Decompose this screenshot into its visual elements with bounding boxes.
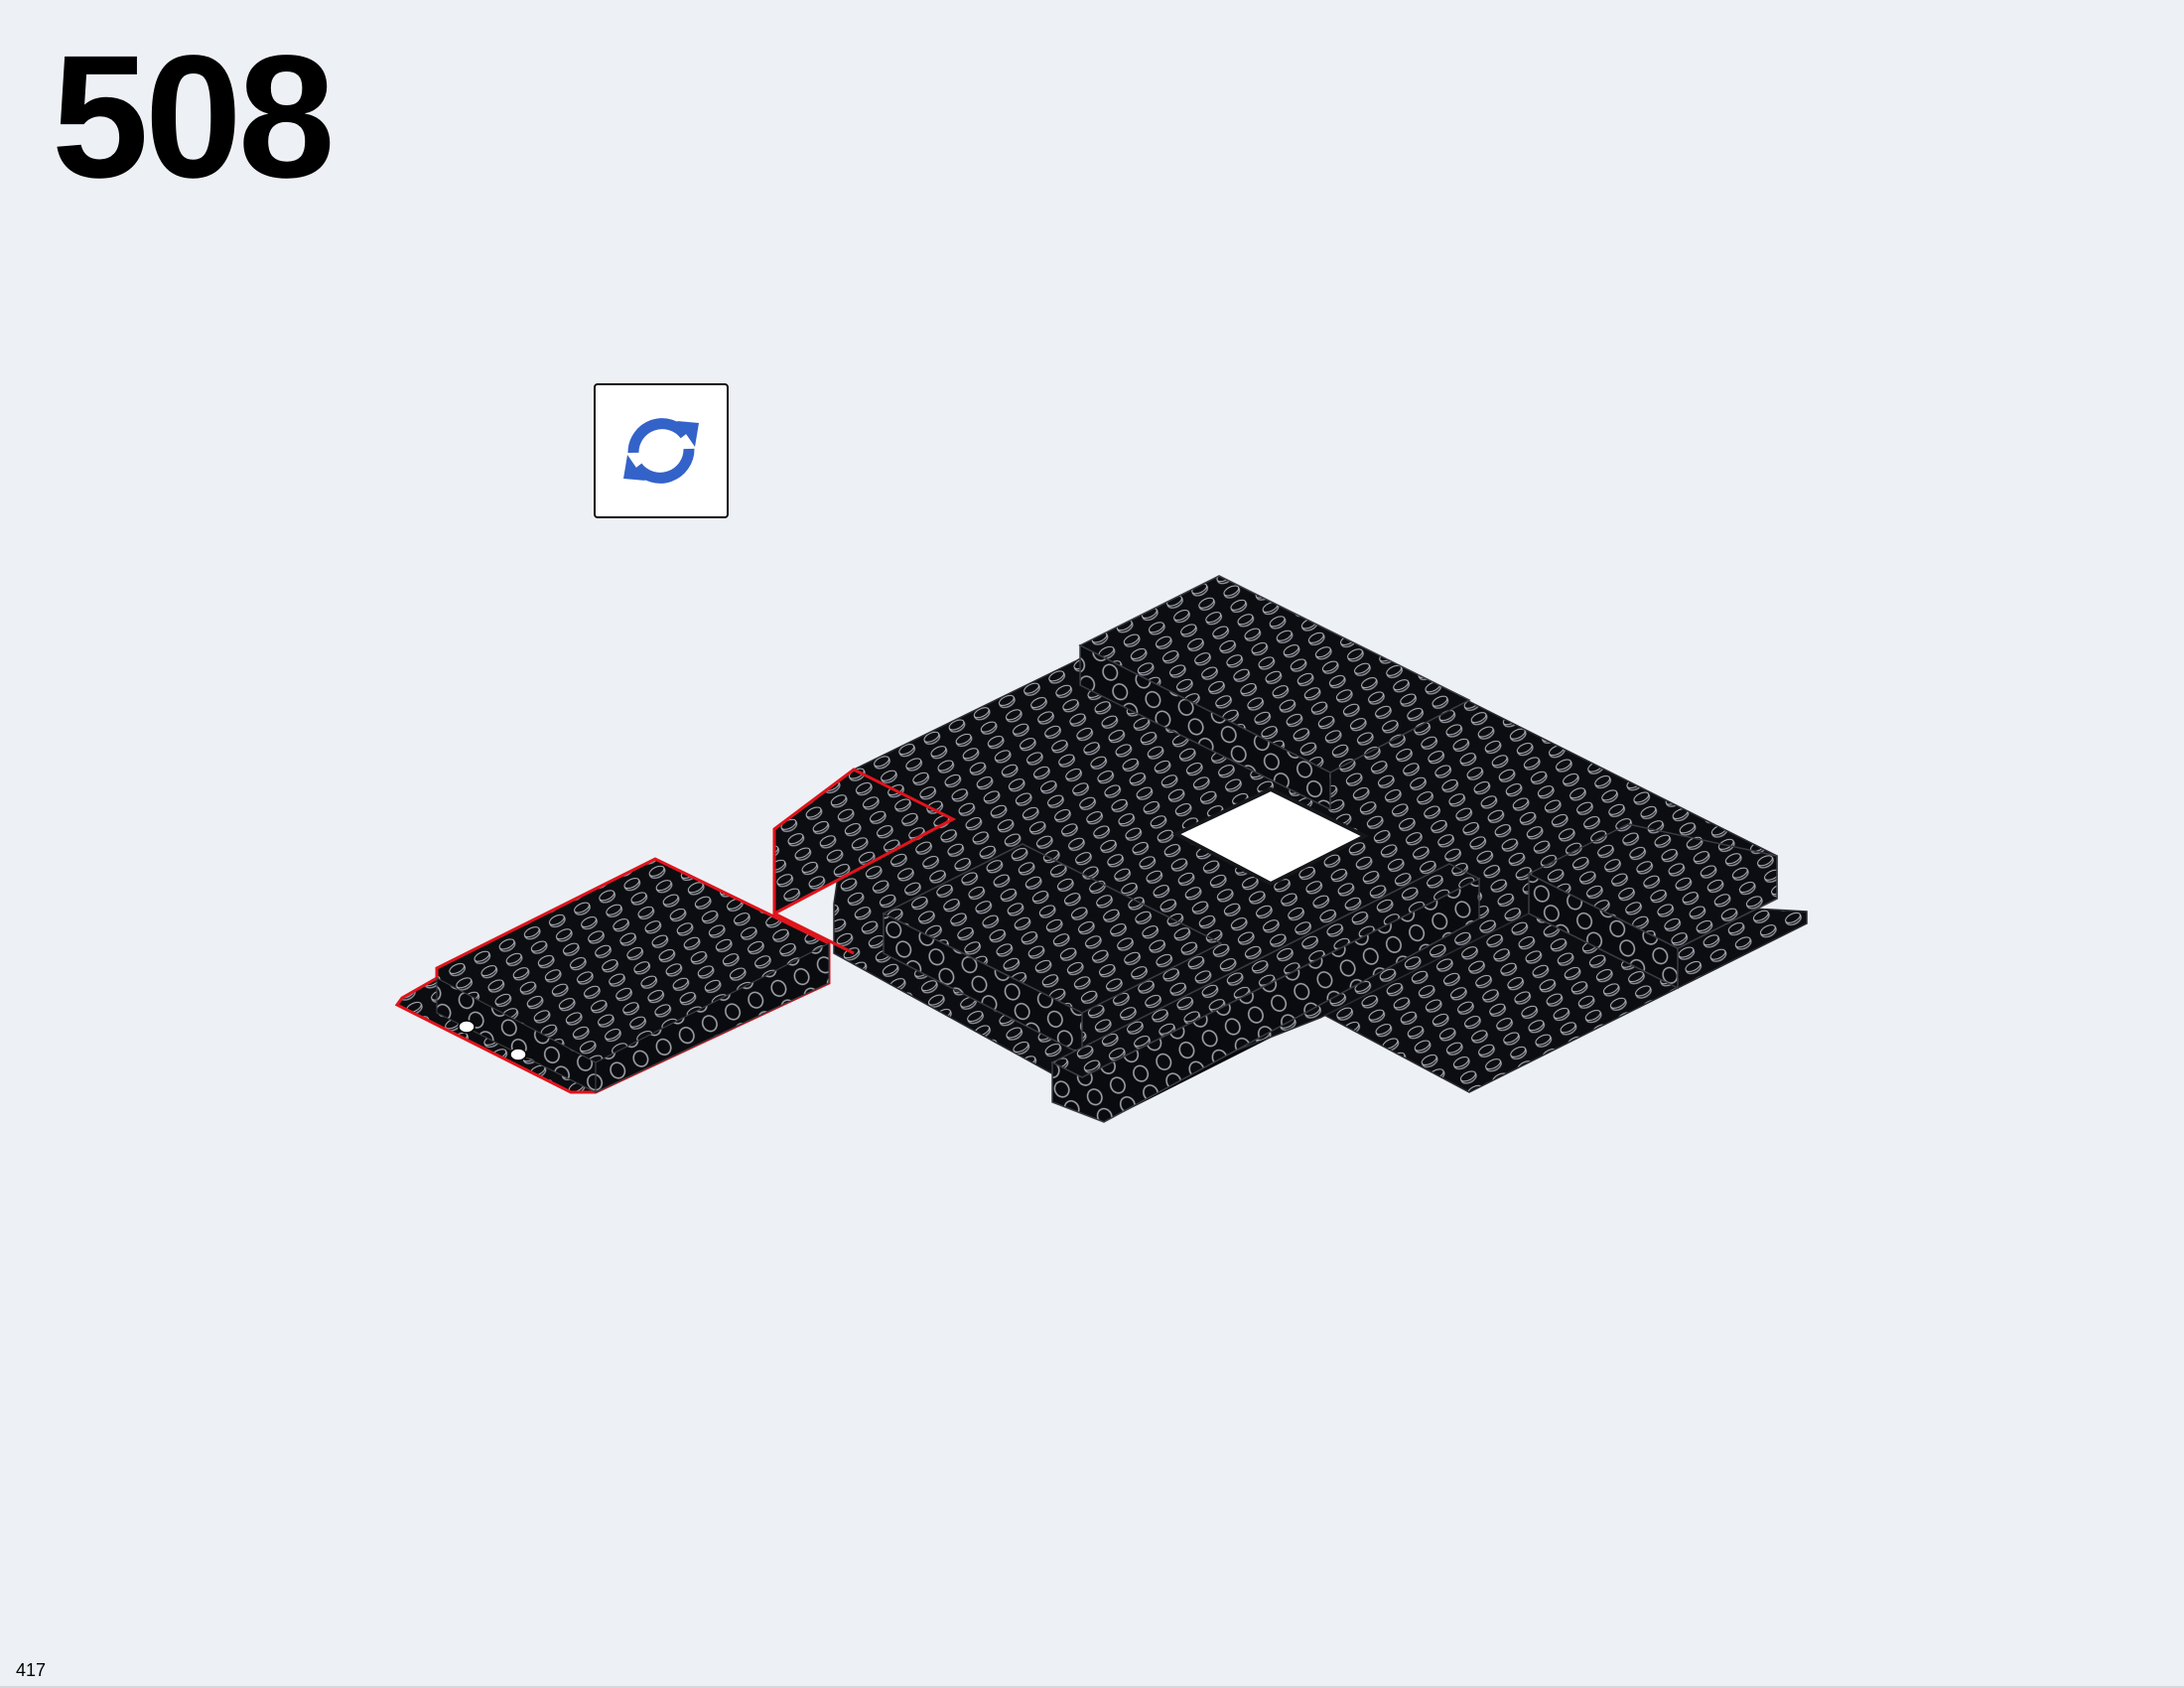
upper-frame-side — [1079, 643, 1331, 811]
page-number: 417 — [16, 1660, 47, 1680]
step-number: 508 — [52, 20, 336, 214]
centre-opening — [1171, 786, 1370, 887]
front-beam-side — [1051, 877, 1480, 1123]
page-bottom-rule — [0, 1686, 2184, 1688]
new-part-highlight — [394, 768, 957, 1094]
right-frame-side — [1528, 872, 1679, 990]
rotate-icon — [623, 418, 699, 484]
rotate-callout — [594, 383, 729, 518]
axle-pins — [458, 1020, 527, 1061]
